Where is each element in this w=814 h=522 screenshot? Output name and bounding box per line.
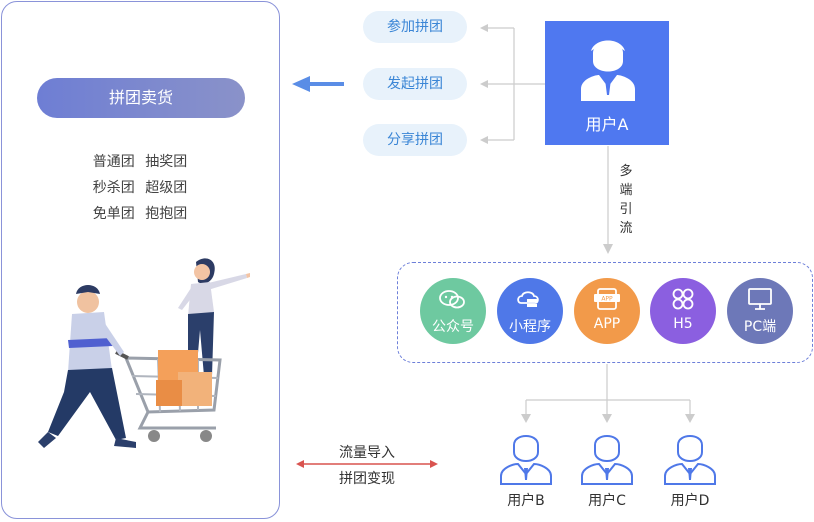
channel-label: 小程序 <box>509 319 551 335</box>
multi-channel-char: 流 <box>619 221 633 236</box>
traffic-import-label: 流量导入 <box>339 445 395 461</box>
user-c-label: 用户C <box>588 493 626 509</box>
user-b-label: 用户B <box>507 493 545 509</box>
pc-icon <box>748 288 772 310</box>
multi-channel-label: 多 端 引 流 <box>617 162 635 238</box>
user-icon <box>664 435 716 485</box>
group-type: 普通团 <box>92 154 135 170</box>
app-icon: APP <box>594 288 620 310</box>
left-arrow <box>292 76 344 92</box>
multi-channel-char: 端 <box>619 183 633 198</box>
channel-label: PC端 <box>743 319 777 335</box>
multi-channel-char: 引 <box>619 202 633 217</box>
mini-program-icon <box>517 291 539 307</box>
channel-pc[interactable]: PC端 <box>727 278 793 344</box>
group-type-row: 秒杀团 超级团 <box>60 177 220 197</box>
channel-group <box>397 262 813 363</box>
user-a-label: 用户A <box>585 115 629 134</box>
user-icon <box>500 435 552 485</box>
group-type: 免单团 <box>92 206 135 222</box>
multi-channel-char: 多 <box>619 164 633 179</box>
multi-channel-arrow <box>603 146 613 254</box>
wechat-icon <box>439 290 465 309</box>
shopping-cart-illustration <box>38 258 250 448</box>
channel-wechat[interactable]: 公众号 <box>420 278 486 344</box>
channel-app[interactable]: APP APP <box>574 278 640 344</box>
start-group-button[interactable]: 发起拼团 <box>363 68 467 100</box>
bidirectional-arrow <box>296 460 438 468</box>
group-type-row: 免单团 抱抱团 <box>60 203 220 223</box>
group-type-row: 普通团 抽奖团 <box>60 151 220 171</box>
user-a-card: 用户A <box>545 21 669 145</box>
user-icon <box>581 435 633 485</box>
channel-label: 公众号 <box>432 319 474 335</box>
group-type: 抽奖团 <box>145 154 188 170</box>
channel-label: H5 <box>673 316 693 332</box>
channel-mini-program[interactable]: 小程序 <box>497 278 563 344</box>
group-type: 抱抱团 <box>145 206 188 222</box>
share-group-button[interactable]: 分享拼团 <box>363 124 467 156</box>
user-connectors <box>521 364 695 423</box>
svg-text:APP: APP <box>601 296 613 303</box>
h5-icon <box>672 288 694 310</box>
user-d-label: 用户D <box>670 493 710 509</box>
join-group-button[interactable]: 参加拼团 <box>363 11 467 43</box>
group-selling-title: 拼团卖货 <box>37 78 245 118</box>
channel-h5[interactable]: H5 <box>650 278 716 344</box>
group-type: 秒杀团 <box>92 180 135 196</box>
group-type: 超级团 <box>145 180 188 196</box>
action-connectors <box>480 24 545 144</box>
group-monetization-label: 拼团变现 <box>339 471 395 487</box>
channel-label: APP <box>593 316 621 332</box>
user-avatar-icon <box>581 40 635 101</box>
